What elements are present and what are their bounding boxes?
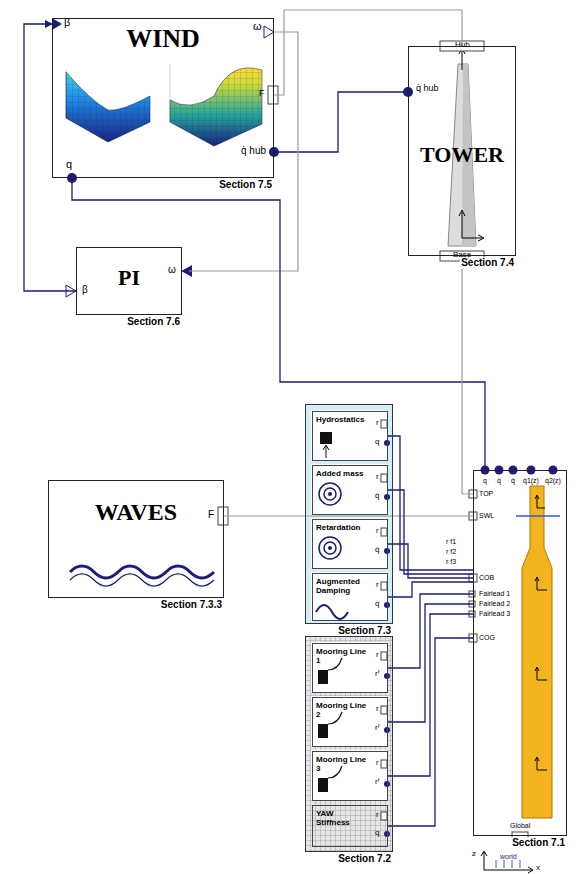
sub-block-title: Added mass: [316, 469, 368, 478]
port-label: Hub: [455, 41, 470, 50]
block-box: WAVESSection 7.3.3: [48, 480, 224, 598]
connector: [274, 92, 408, 152]
port-label: COB: [479, 574, 494, 582]
connector: [24, 24, 76, 291]
port-label: rᶠ: [375, 670, 380, 679]
port-label: r: [376, 419, 379, 428]
port-label: q̇1(z): [523, 477, 539, 485]
port-label: r: [376, 651, 379, 660]
port-label: q̇2(z): [545, 477, 561, 485]
block-title: WIND: [126, 25, 200, 54]
port-label: SWL: [479, 512, 494, 520]
section-label: Section 7.3.3: [160, 599, 223, 611]
block-box: PISection 7.6: [76, 247, 182, 315]
port-label: q̇: [497, 477, 501, 485]
connector: [462, 256, 473, 494]
connector: [224, 515, 473, 516]
block-title: WAVES: [95, 499, 177, 525]
port-label: Base: [453, 251, 471, 260]
sub-block-title: Retardation: [316, 523, 368, 532]
connector: [388, 582, 473, 597]
connector: [388, 638, 473, 826]
section-label: Section 7.5: [218, 179, 273, 191]
port-label: r f2: [446, 548, 456, 556]
port-label: q̇: [375, 600, 379, 609]
port-label: Fairlead 1: [479, 590, 510, 598]
connector: [72, 178, 485, 470]
port-label: Global: [510, 822, 530, 830]
port-label: q̈: [375, 492, 379, 501]
port-label: r: [376, 473, 379, 482]
sub-block-title: Mooring Line 3: [316, 755, 368, 773]
port-label: r: [376, 811, 379, 820]
block-box: TOWERSection 7.4: [408, 46, 516, 256]
sub-block-title: Hydrostatics: [316, 415, 368, 424]
sub-block-title: YAW Stiffness: [316, 809, 368, 827]
port-label: Fairlead 2: [479, 600, 510, 608]
port-label: rᶠ: [375, 778, 380, 787]
port-label: q: [375, 829, 379, 838]
port-label: r: [376, 581, 379, 590]
connector: [274, 10, 462, 95]
port-label: q̇: [375, 546, 379, 555]
port-label: rᶠ: [375, 724, 380, 733]
port-label: r: [376, 759, 379, 768]
sub-block-title: Mooring Line 2: [316, 701, 368, 719]
port-label: z: [472, 850, 476, 859]
port-label: F: [259, 89, 265, 99]
port-label: q: [66, 158, 72, 170]
port-label: x: [536, 864, 540, 873]
port-label: q: [483, 477, 487, 485]
port-label: q̈: [511, 477, 515, 485]
block-title: TOWER: [420, 143, 504, 167]
port-label: β: [64, 16, 70, 28]
connector: [388, 544, 473, 578]
port-label: r: [376, 705, 379, 714]
port-label: q: [375, 438, 379, 447]
port-label: r f1: [446, 538, 456, 546]
port-label: TOP: [479, 490, 493, 498]
connector: [388, 436, 473, 570]
sub-block-title: Mooring Line 1: [316, 647, 368, 665]
section-label: Section 7.6: [126, 316, 181, 328]
port-label: COG: [479, 634, 495, 642]
port-label: r f3: [446, 558, 456, 566]
port-label: β: [82, 284, 88, 295]
group-panel: Section 7.3HydrostaticsAdded massRetarda…: [305, 404, 393, 624]
section-label: Section 7.2: [337, 853, 392, 865]
port-label: ω: [253, 20, 262, 32]
port-label: F: [208, 509, 214, 520]
platform-block: Section 7.1: [473, 470, 567, 836]
port-label: q̇ hub: [241, 145, 266, 156]
port-label: r: [376, 527, 379, 536]
port-label: world: [500, 853, 517, 861]
block-title: PI: [118, 266, 140, 290]
connector: [388, 490, 473, 574]
group-panel: Section 7.2Mooring Line 1Mooring Line 2M…: [305, 636, 393, 852]
block-box: WINDSection 7.5: [52, 18, 274, 178]
sub-block-title: Augmented Damping: [316, 577, 368, 595]
section-label: Section 7.1: [511, 837, 566, 849]
port-label: Fairlead 3: [479, 610, 510, 618]
port-label: q̇ hub: [416, 84, 439, 94]
port-label: ω: [168, 264, 176, 275]
